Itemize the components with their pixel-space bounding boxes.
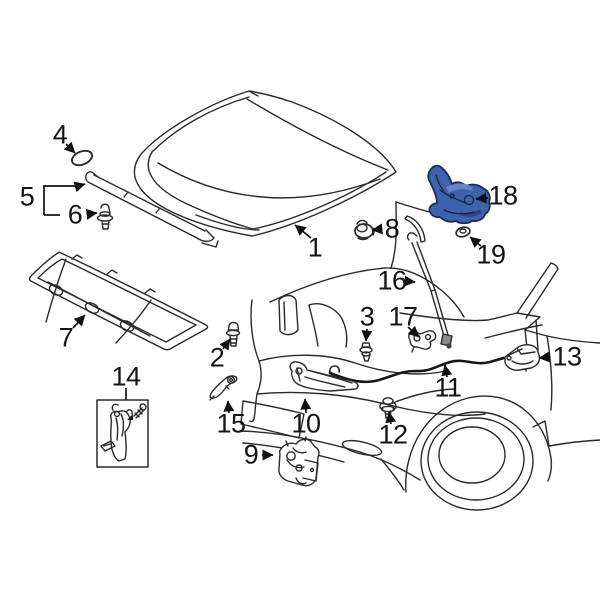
part-label-11[interactable]: 11: [434, 372, 462, 403]
leader-arrow-18: [475, 192, 489, 204]
part-19-grommet-drawing[interactable]: [455, 226, 471, 239]
part-label-4[interactable]: 4: [52, 119, 68, 150]
leader-arrow-2: [219, 338, 231, 351]
part-3-clip-drawing[interactable]: [359, 342, 373, 362]
part-11-release-cable-drawing[interactable]: [328, 354, 515, 384]
part-10-support-bracket-drawing[interactable]: [289, 361, 359, 392]
leader-arrow-8: [371, 223, 383, 235]
part-label-1[interactable]: 1: [307, 232, 323, 263]
car-body-context-drawing: [239, 201, 600, 511]
part-9-hood-lock-drawing[interactable]: [278, 436, 320, 487]
leader-arrow-6: [85, 208, 98, 220]
part-13-release-handle-drawing[interactable]: [504, 344, 541, 371]
part-14-kit-box-drawing[interactable]: [96, 399, 149, 468]
part-label-14[interactable]: 14: [111, 361, 141, 392]
part-16-support-rod-drawing[interactable]: [404, 215, 453, 349]
part-label-17[interactable]: 17: [388, 301, 418, 332]
part-17-rod-bracket-drawing[interactable]: [408, 330, 437, 353]
callout-leaders: [43, 141, 551, 461]
leader-arrow-7: [72, 314, 86, 329]
part-8-clip-drawing[interactable]: [354, 219, 375, 241]
part-label-8[interactable]: 8: [384, 213, 400, 244]
leader-arrow-16: [403, 275, 416, 287]
part-label-19[interactable]: 19: [476, 239, 506, 270]
part-label-6[interactable]: 6: [67, 199, 83, 230]
leader-arrow-13: [538, 351, 551, 363]
part-6-clip-drawing[interactable]: [96, 203, 114, 230]
part-label-9[interactable]: 9: [243, 439, 259, 470]
part-label-16[interactable]: 16: [377, 265, 407, 296]
leader-arrow-11: [441, 364, 453, 378]
part-label-15[interactable]: 15: [216, 408, 246, 439]
part-18-hood-hinge-drawing[interactable]: [427, 164, 491, 225]
part-label-12[interactable]: 12: [378, 419, 408, 450]
part-label-7[interactable]: 7: [58, 322, 74, 353]
leader-arrow-19: [469, 236, 482, 248]
part-label-5[interactable]: 5: [19, 181, 35, 212]
leader-arrow-15: [223, 400, 235, 414]
leader-arrow-3: [361, 328, 373, 342]
leader-arrow-5: [73, 181, 86, 193]
part-label-10[interactable]: 10: [291, 408, 321, 439]
leader-arrow-17: [407, 325, 420, 338]
part-7-insulator-drawing[interactable]: [28, 251, 209, 351]
part-5-seal-drawing[interactable]: [85, 171, 219, 248]
part-label-2[interactable]: 2: [209, 342, 225, 373]
leader-arrow-10: [300, 398, 312, 414]
leader-arrow-1: [294, 224, 312, 239]
leader-bracket-5: [43, 185, 78, 215]
part-label-18[interactable]: 18: [488, 180, 518, 211]
part-15-bracket-drawing[interactable]: [209, 375, 238, 401]
leader-arrow-12: [385, 411, 397, 425]
part-12-clip-drawing[interactable]: [379, 397, 397, 419]
part-label-3[interactable]: 3: [359, 301, 375, 332]
part-2-clip-drawing[interactable]: [225, 321, 241, 347]
part-label-13[interactable]: 13: [552, 341, 582, 372]
part-4-grommet-drawing[interactable]: [70, 148, 94, 168]
part-1-hood-drawing[interactable]: [133, 90, 397, 237]
leader-arrow-4: [63, 141, 76, 154]
